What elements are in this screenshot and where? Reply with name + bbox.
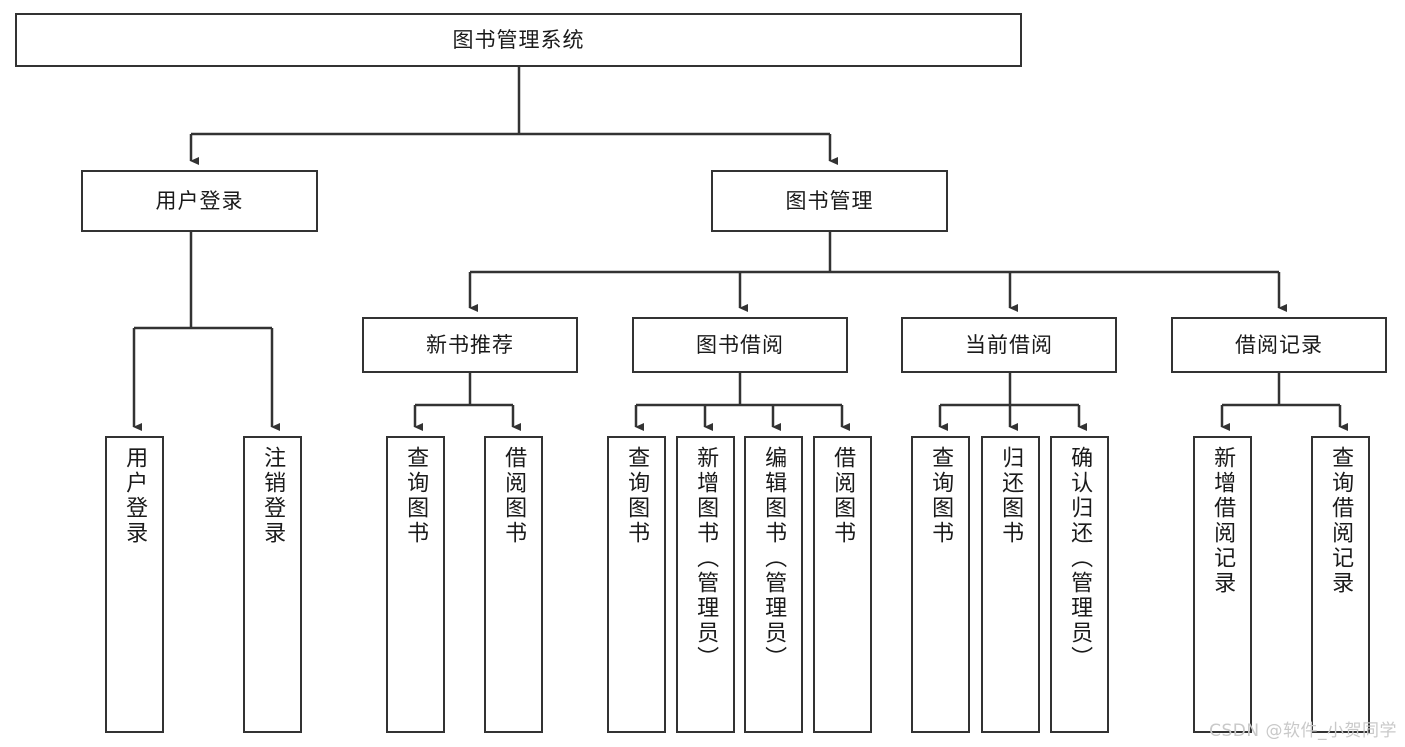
leaf-recommend-borrow-book-label: 借阅图书: [501, 446, 527, 546]
leaf-record-query-record-label: 查询借阅记录: [1328, 446, 1354, 596]
leaf-current-query-book[interactable]: 查询图书: [911, 436, 970, 733]
node-borrow-record[interactable]: 借阅记录: [1171, 317, 1387, 373]
node-book-borrow[interactable]: 图书借阅: [632, 317, 848, 373]
leaf-current-confirm-return-label: 确认归还（管理员）: [1067, 446, 1093, 671]
leaf-borrow-query-book[interactable]: 查询图书: [607, 436, 666, 733]
leaf-borrow-add-book-label: 新增图书（管理员）: [693, 446, 719, 671]
leaf-current-query-book-label: 查询图书: [928, 446, 954, 546]
leaf-current-return-book[interactable]: 归还图书: [981, 436, 1040, 733]
leaf-borrow-add-book[interactable]: 新增图书（管理员）: [676, 436, 735, 733]
node-root-system[interactable]: 图书管理系统: [15, 13, 1022, 67]
leaf-record-add-record[interactable]: 新增借阅记录: [1193, 436, 1252, 733]
leaf-recommend-query-book[interactable]: 查询图书: [386, 436, 445, 733]
leaf-recommend-query-book-label: 查询图书: [403, 446, 429, 546]
node-borrow-record-label: 借阅记录: [1235, 332, 1323, 357]
leaf-borrow-edit-book-label: 编辑图书（管理员）: [761, 446, 787, 671]
node-book-borrow-label: 图书借阅: [696, 332, 784, 357]
csdn-watermark: CSDN @软件_小贺同学: [1209, 721, 1397, 741]
leaf-user-login-signin-label: 用户登录: [122, 446, 148, 546]
leaf-borrow-borrow-book-label: 借阅图书: [830, 446, 856, 546]
node-current-borrow[interactable]: 当前借阅: [901, 317, 1117, 373]
node-new-book-recommend[interactable]: 新书推荐: [362, 317, 578, 373]
leaf-record-query-record[interactable]: 查询借阅记录: [1311, 436, 1370, 733]
node-book-management-label: 图书管理: [785, 188, 874, 213]
leaf-user-login-signout[interactable]: 注销登录: [243, 436, 302, 733]
node-user-login-label: 用户登录: [155, 188, 244, 213]
leaf-current-confirm-return[interactable]: 确认归还（管理员）: [1050, 436, 1109, 733]
leaf-borrow-query-book-label: 查询图书: [624, 446, 650, 546]
leaf-current-return-book-label: 归还图书: [998, 446, 1024, 546]
leaf-user-login-signin[interactable]: 用户登录: [105, 436, 164, 733]
leaf-user-login-signout-label: 注销登录: [260, 446, 286, 546]
leaf-record-add-record-label: 新增借阅记录: [1210, 446, 1236, 596]
leaf-recommend-borrow-book[interactable]: 借阅图书: [484, 436, 543, 733]
node-user-login[interactable]: 用户登录: [81, 170, 318, 232]
node-current-borrow-label: 当前借阅: [965, 332, 1053, 357]
node-root-system-label: 图书管理系统: [452, 27, 585, 52]
leaf-borrow-borrow-book[interactable]: 借阅图书: [813, 436, 872, 733]
leaf-borrow-edit-book[interactable]: 编辑图书（管理员）: [744, 436, 803, 733]
node-book-management[interactable]: 图书管理: [711, 170, 948, 232]
node-new-book-recommend-label: 新书推荐: [426, 332, 514, 357]
